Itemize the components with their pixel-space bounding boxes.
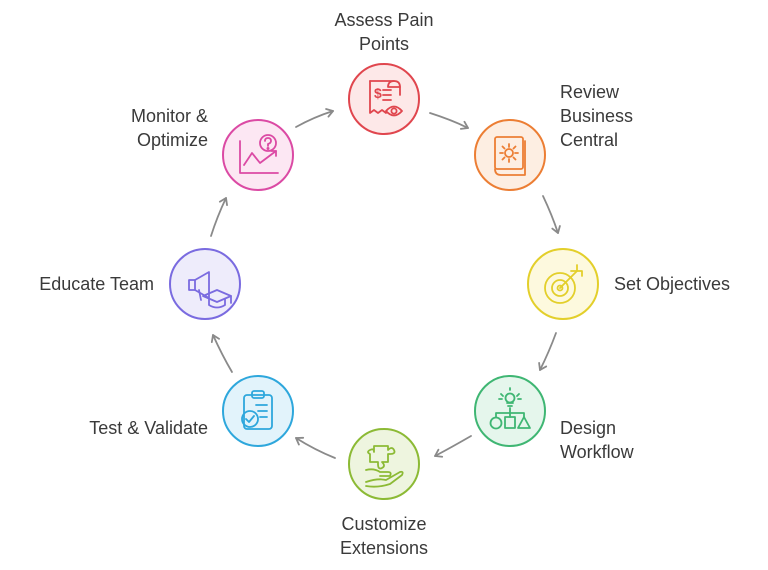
puzzle-hand-icon [365, 445, 404, 488]
label-customize-extensions: Customize Extensions [339, 514, 429, 558]
arrow-test-to-educate [210, 334, 233, 373]
label-set-objectives: Set Objectives [614, 274, 731, 294]
arrow-review-to-objectives [542, 195, 561, 234]
workflow-shapes-icon [489, 387, 531, 430]
node-review [474, 119, 546, 191]
target-arrow-icon [544, 264, 583, 304]
node-educate [169, 248, 241, 320]
label-educate-team: Educate Team [39, 274, 154, 294]
gear-book-icon [494, 136, 526, 176]
arrow-educate-to-monitor [210, 197, 228, 237]
chart-question-icon [239, 134, 279, 174]
label-assess-pain-points: Assess Pain Points [334, 10, 434, 54]
label-design-workflow: Design Workflow [560, 418, 634, 462]
arrow-assess-to-review [429, 112, 469, 130]
arrow-monitor-to-assess [295, 108, 334, 128]
node-monitor [222, 119, 294, 191]
label-monitor-optimize: Monitor & Optimize [130, 106, 208, 150]
arrow-design-to-customize [434, 435, 472, 458]
megaphone-cap-icon [188, 271, 232, 309]
label-review-business-central: Review Business Central [560, 82, 634, 150]
cycle-arrows [210, 108, 561, 459]
node-assess [348, 63, 420, 135]
clipboard-check-icon [241, 390, 273, 430]
arrow-objectives-to-design [538, 332, 557, 371]
label-test-validate: Test & Validate [89, 418, 208, 438]
receipt-eye-icon: $ [369, 80, 403, 117]
arrow-customize-to-test [295, 436, 336, 459]
svg-text:$: $ [374, 85, 382, 101]
